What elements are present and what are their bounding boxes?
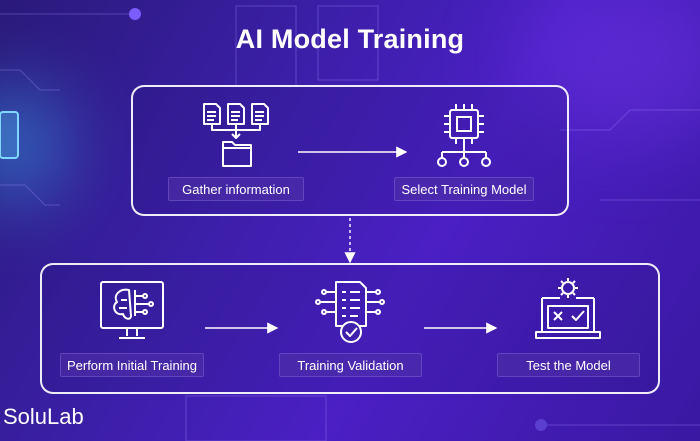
circuit-node: [129, 8, 141, 20]
brand-logo-text: SoluLab: [3, 404, 84, 429]
documents-folder-icon: [203, 103, 269, 167]
checklist-circuit-icon: [315, 281, 385, 343]
circuit-trace: [0, 69, 60, 91]
stage-label-gather-information: Gather information: [168, 177, 304, 201]
stage-label-training-validation: Training Validation: [279, 353, 422, 377]
stage-label-perform-initial-training: Perform Initial Training: [60, 353, 204, 377]
stage-label-select-training-model: Select Training Model: [394, 177, 534, 201]
circuit-trace: [0, 184, 60, 206]
chip-network-icon: [437, 104, 491, 167]
circuit-node: [535, 419, 547, 431]
chip-glow-icon: [0, 111, 19, 159]
stage-label-test-the-model: Test the Model: [497, 353, 640, 377]
circuit-frame: [185, 395, 327, 441]
laptop-gear-check-icon: [535, 278, 601, 339]
circuit-trace: [560, 109, 700, 131]
circuit-frame: [317, 5, 379, 81]
monitor-brain-icon: [100, 281, 164, 339]
diagram-title: AI Model Training: [235, 24, 465, 54]
